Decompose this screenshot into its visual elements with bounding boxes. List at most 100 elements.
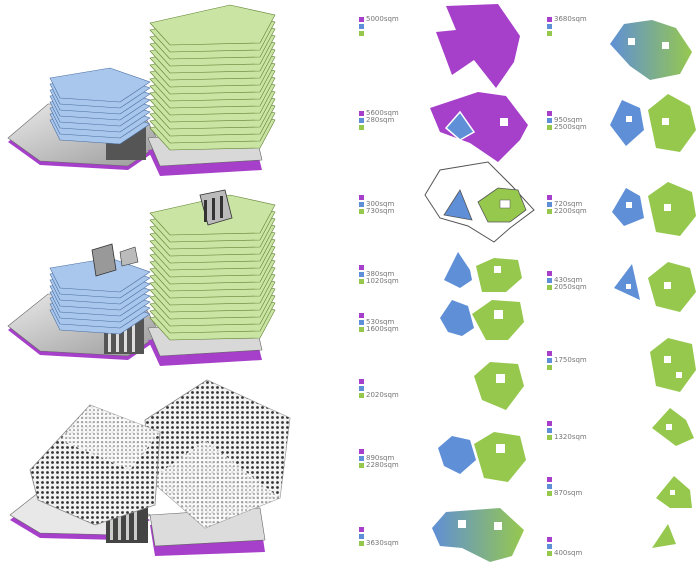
swatch-green [547, 365, 552, 370]
swatch-green [547, 125, 552, 130]
area-value-blue: 950sqm [554, 116, 583, 124]
plan-c1-r3 [424, 161, 535, 243]
legend-row-blue: 300sqm [359, 200, 419, 208]
legend-row-purple [359, 264, 419, 271]
plan-c1-r5 [440, 300, 524, 340]
swatch-purple [359, 195, 364, 200]
area-value-green: 1600sqm [366, 325, 399, 333]
swatch-blue [359, 386, 364, 391]
legend-row-green [359, 30, 419, 37]
swatch-green [547, 435, 552, 440]
legend-row-purple [547, 110, 607, 117]
massing-model-layers [7, 4, 276, 176]
swatch-purple [359, 17, 364, 22]
legend-row-blue: 720sqm [547, 200, 607, 208]
swatch-blue [359, 534, 364, 539]
swatch-blue [547, 544, 552, 549]
swatch-purple [547, 17, 552, 22]
swatch-purple [547, 537, 552, 542]
swatch-blue [547, 118, 552, 123]
plan-c1-r8 [432, 508, 524, 562]
legend-row-purple [547, 350, 607, 357]
plan-c2-r7 [656, 476, 692, 508]
swatch-purple [547, 351, 552, 356]
swatch-blue [547, 358, 552, 363]
area-legend-col2-1: 3680sqm [547, 15, 607, 37]
area-value-purple: 3680sqm [554, 15, 587, 23]
legend-row-green: 2200sqm [547, 207, 607, 215]
legend-row-green: 2500sqm [547, 123, 607, 131]
massing-model-facade [9, 379, 291, 556]
area-value-green: 2500sqm [554, 123, 587, 131]
plan-c1-r1 [436, 4, 520, 88]
massing-model-circulation [7, 189, 276, 366]
plan-c2-r6 [652, 408, 694, 446]
area-value-green: 870sqm [554, 489, 583, 497]
area-value-green: 2200sqm [554, 207, 587, 215]
swatch-purple [547, 111, 552, 116]
swatch-blue [547, 24, 552, 29]
legend-row-blue: 890sqm [359, 454, 419, 462]
swatch-green [547, 491, 552, 496]
legend-row-purple [547, 536, 607, 543]
area-value-purple: 5600sqm [366, 109, 399, 117]
legend-row-purple: 3680sqm [547, 15, 607, 23]
legend-row-green: 2280sqm [359, 461, 419, 469]
swatch-blue [359, 272, 364, 277]
swatch-blue [359, 24, 364, 29]
legend-row-blue: 430sqm [547, 276, 607, 284]
swatch-blue [359, 202, 364, 207]
legend-row-blue [547, 483, 607, 490]
legend-row-green [547, 30, 607, 37]
area-legend-col1-8: 3630sqm [359, 526, 419, 547]
plan-c1-r6 [474, 362, 524, 410]
swatch-purple [359, 527, 364, 532]
legend-row-blue [359, 23, 419, 30]
swatch-purple [547, 421, 552, 426]
plan-c1-r7 [438, 432, 526, 482]
floor-slab [149, 4, 276, 46]
area-legend-col2-7: 870sqm [547, 476, 607, 497]
area-value-green: 730sqm [366, 207, 395, 215]
legend-row-purple [359, 378, 419, 385]
area-value-blue: 300sqm [366, 200, 395, 208]
legend-row-blue: 1750sqm [547, 356, 607, 364]
area-value-green: 2280sqm [366, 461, 399, 469]
swatch-green [359, 327, 364, 332]
legend-row-purple [359, 448, 419, 455]
legend-row-green: 3630sqm [359, 539, 419, 547]
swatch-blue [547, 202, 552, 207]
area-value-green: 1020sqm [366, 277, 399, 285]
legend-row-purple [359, 194, 419, 201]
legend-row-purple [359, 312, 419, 319]
area-value-purple: 5000sqm [366, 15, 399, 23]
swatch-green [547, 551, 552, 556]
area-legend-col2-5: 1750sqm [547, 350, 607, 371]
swatch-purple [359, 265, 364, 270]
swatch-blue [547, 484, 552, 489]
legend-row-purple [359, 526, 419, 533]
area-value-blue: 720sqm [554, 200, 583, 208]
legend-row-green: 1600sqm [359, 325, 419, 333]
swatch-green [359, 125, 364, 130]
plan-c1-r4 [444, 252, 522, 292]
swatch-purple [547, 195, 552, 200]
area-value-green: 2020sqm [366, 391, 399, 399]
legend-row-blue: 380sqm [359, 270, 419, 278]
swatch-blue [359, 118, 364, 123]
swatch-green [547, 209, 552, 214]
swatch-green [359, 393, 364, 398]
swatch-purple [547, 477, 552, 482]
swatch-blue [359, 320, 364, 325]
swatch-purple [359, 111, 364, 116]
plan-c2-r1 [610, 20, 692, 80]
legend-row-blue [359, 385, 419, 392]
area-value-blue: 430sqm [554, 276, 583, 284]
